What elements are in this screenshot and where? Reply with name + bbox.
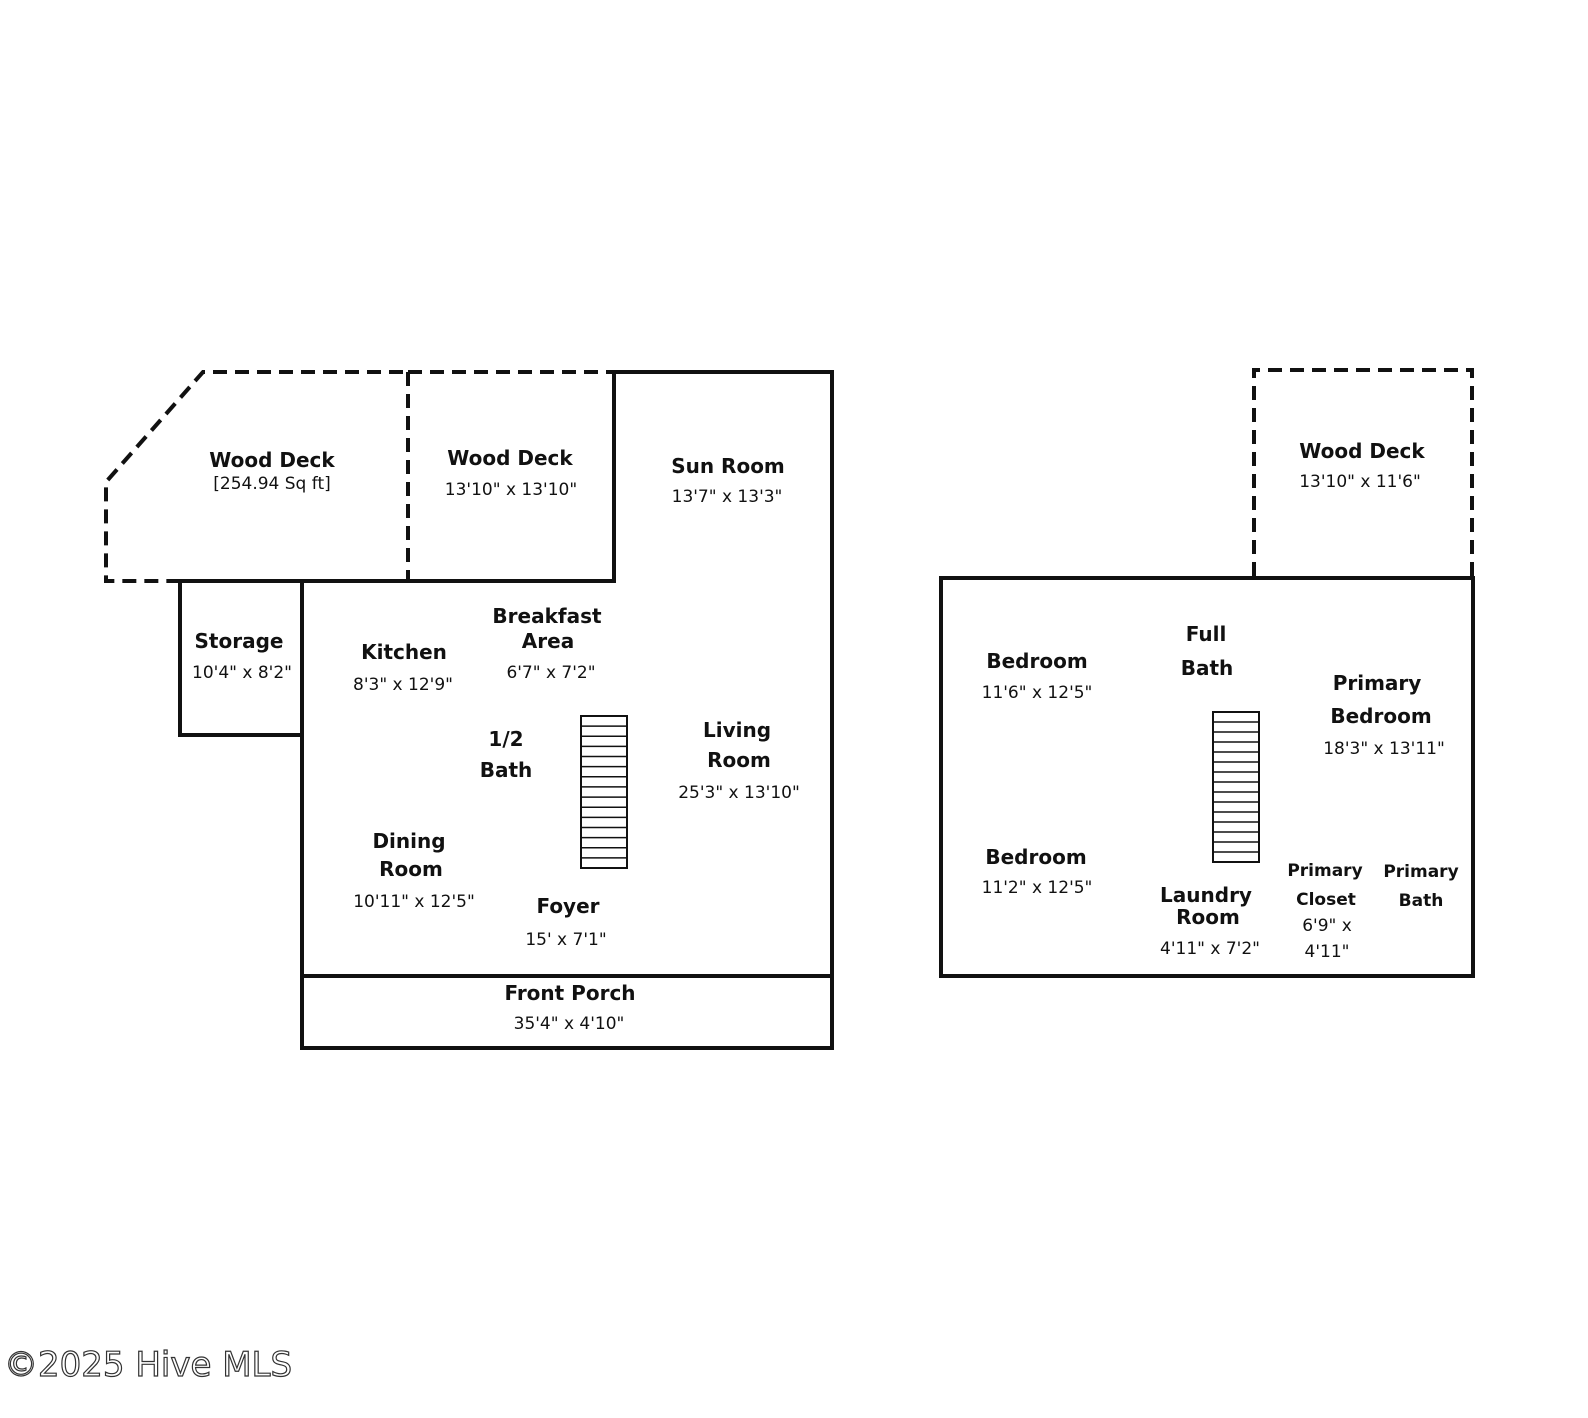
storage-outline	[178, 579, 302, 737]
primary-closet-dim-1: 6'9" x	[1302, 916, 1352, 936]
wood-deck-2-dim: 13'10" x 13'10"	[445, 480, 577, 500]
primary-bedroom-label-1: Primary	[1333, 671, 1422, 695]
bedroom-2-dim: 11'2" x 12'5"	[982, 878, 1093, 898]
floor-2-outline	[939, 576, 1475, 978]
dining-room-label-1: Dining	[372, 829, 445, 853]
full-bath-label-2: Bath	[1181, 656, 1234, 680]
half-bath-label-2: Bath	[480, 758, 533, 782]
house-outline	[300, 370, 834, 1050]
bedroom-2-label: Bedroom	[985, 845, 1086, 869]
breakfast-dim: 6'7" x 7'2"	[506, 663, 595, 683]
primary-bedroom-label-2: Bedroom	[1330, 704, 1431, 728]
primary-closet-dim-2: 4'11"	[1305, 942, 1350, 962]
laundry-room-label-2: Room	[1176, 905, 1240, 929]
front-porch-label: Front Porch	[504, 981, 635, 1005]
laundry-room-label-1: Laundry	[1160, 883, 1252, 907]
wood-deck-3-label: Wood Deck	[1299, 439, 1425, 463]
floor-1: Wood Deck [254.94 Sq ft] Wood Deck 13'10…	[104, 370, 834, 1050]
stairs-floor-2	[1212, 711, 1260, 863]
full-bath-label-1: Full	[1186, 622, 1227, 646]
stair-frame	[1212, 711, 1260, 863]
floor-2: Wood Deck 13'10" x 11'6" Bedroom 11'6" x…	[939, 368, 1475, 978]
copyright-watermark: ©2025 Hive MLS	[3, 1344, 293, 1385]
bedroom-1-dim: 11'6" x 12'5"	[982, 683, 1093, 703]
foyer-dim: 15' x 7'1"	[525, 930, 606, 950]
wood-deck-3-dim: 13'10" x 11'6"	[1299, 472, 1421, 492]
breakfast-label-1: Breakfast	[492, 604, 602, 628]
kitchen-dim: 8'3" x 12'9"	[353, 675, 453, 695]
primary-closet-label-1: Primary	[1287, 861, 1362, 881]
dining-room-label-2: Room	[379, 857, 443, 881]
front-porch-dim: 35'4" x 4'10"	[514, 1014, 625, 1034]
bedroom-1-label: Bedroom	[986, 649, 1087, 673]
kitchen-label: Kitchen	[361, 640, 447, 664]
storage-label: Storage	[195, 629, 284, 653]
wood-deck-1-label: Wood Deck	[209, 448, 335, 472]
stairs-floor-1	[580, 715, 628, 869]
sun-room-dim: 13'7" x 13'3"	[672, 487, 783, 507]
living-room-dim: 25'3" x 13'10"	[678, 783, 800, 803]
foyer-label: Foyer	[536, 894, 599, 918]
living-room-label-2: Room	[707, 748, 771, 772]
storage-dim: 10'4" x 8'2"	[192, 663, 292, 683]
living-room-label-1: Living	[703, 718, 771, 742]
primary-bedroom-dim: 18'3" x 13'11"	[1323, 739, 1445, 759]
wood-deck-1-outline	[104, 370, 403, 583]
wood-deck-2-label: Wood Deck	[447, 446, 573, 470]
stair-frame	[580, 715, 628, 869]
breakfast-label-2: Area	[522, 629, 574, 653]
wood-deck-1-area: [254.94 Sq ft]	[213, 474, 331, 494]
primary-bath-label-2: Bath	[1399, 891, 1444, 911]
sun-room-label: Sun Room	[671, 454, 785, 478]
primary-closet-label-2: Closet	[1296, 890, 1356, 910]
half-bath-label-1: 1/2	[488, 727, 523, 751]
laundry-room-dim: 4'11" x 7'2"	[1160, 939, 1260, 959]
wood-deck-3-outline	[1252, 368, 1474, 576]
primary-bath-label-1: Primary	[1383, 862, 1458, 882]
dining-room-dim: 10'11" x 12'5"	[353, 892, 475, 912]
